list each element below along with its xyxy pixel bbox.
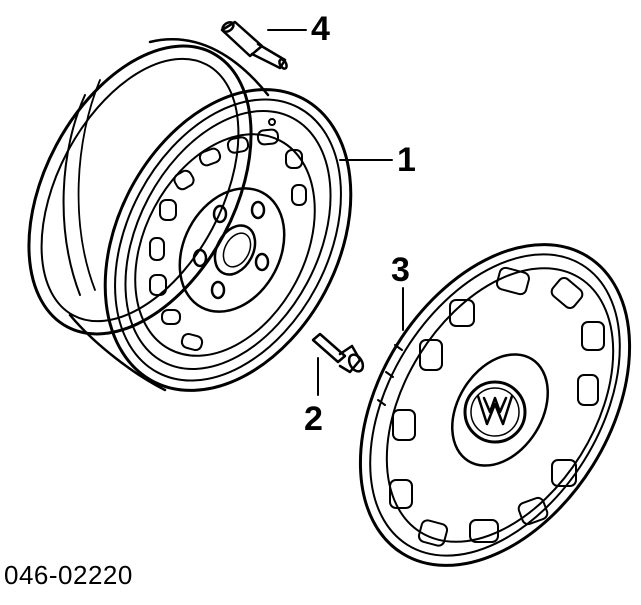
hubcap bbox=[358, 243, 632, 567]
vw-emblem bbox=[463, 380, 527, 444]
bolt-holes bbox=[192, 200, 270, 300]
callout-4: 4 bbox=[311, 10, 330, 48]
barrel-top-edge bbox=[148, 38, 270, 97]
barrel-inner-line bbox=[62, 94, 86, 296]
hubcap-slots bbox=[389, 266, 605, 547]
rim-front-inner bbox=[124, 110, 332, 370]
vw-letters bbox=[476, 394, 514, 426]
part-number-label: 046-02220 bbox=[4, 560, 133, 590]
steel-wheel bbox=[27, 38, 353, 392]
center-bore-inner bbox=[222, 232, 252, 268]
hubcap-lip bbox=[369, 253, 621, 557]
vent-holes bbox=[149, 128, 307, 352]
valve-stem bbox=[220, 20, 288, 70]
emblem-ring bbox=[451, 353, 549, 467]
leader-lines bbox=[267, 29, 404, 396]
wheel-disc bbox=[134, 133, 316, 357]
barrel-bottom-edge bbox=[68, 313, 167, 392]
callout-2: 2 bbox=[304, 400, 323, 438]
rim-front-outer bbox=[103, 88, 353, 392]
callout-3: 3 bbox=[391, 251, 410, 289]
callout-1: 1 bbox=[397, 141, 416, 179]
hub-outer bbox=[178, 187, 286, 313]
rim-front-lip bbox=[114, 98, 342, 382]
barrel-inner-line-2 bbox=[77, 79, 101, 291]
center-bore bbox=[213, 224, 257, 276]
hubcap-outer bbox=[358, 243, 632, 567]
valve-hole bbox=[268, 118, 276, 126]
wheel-bolt bbox=[311, 332, 365, 374]
